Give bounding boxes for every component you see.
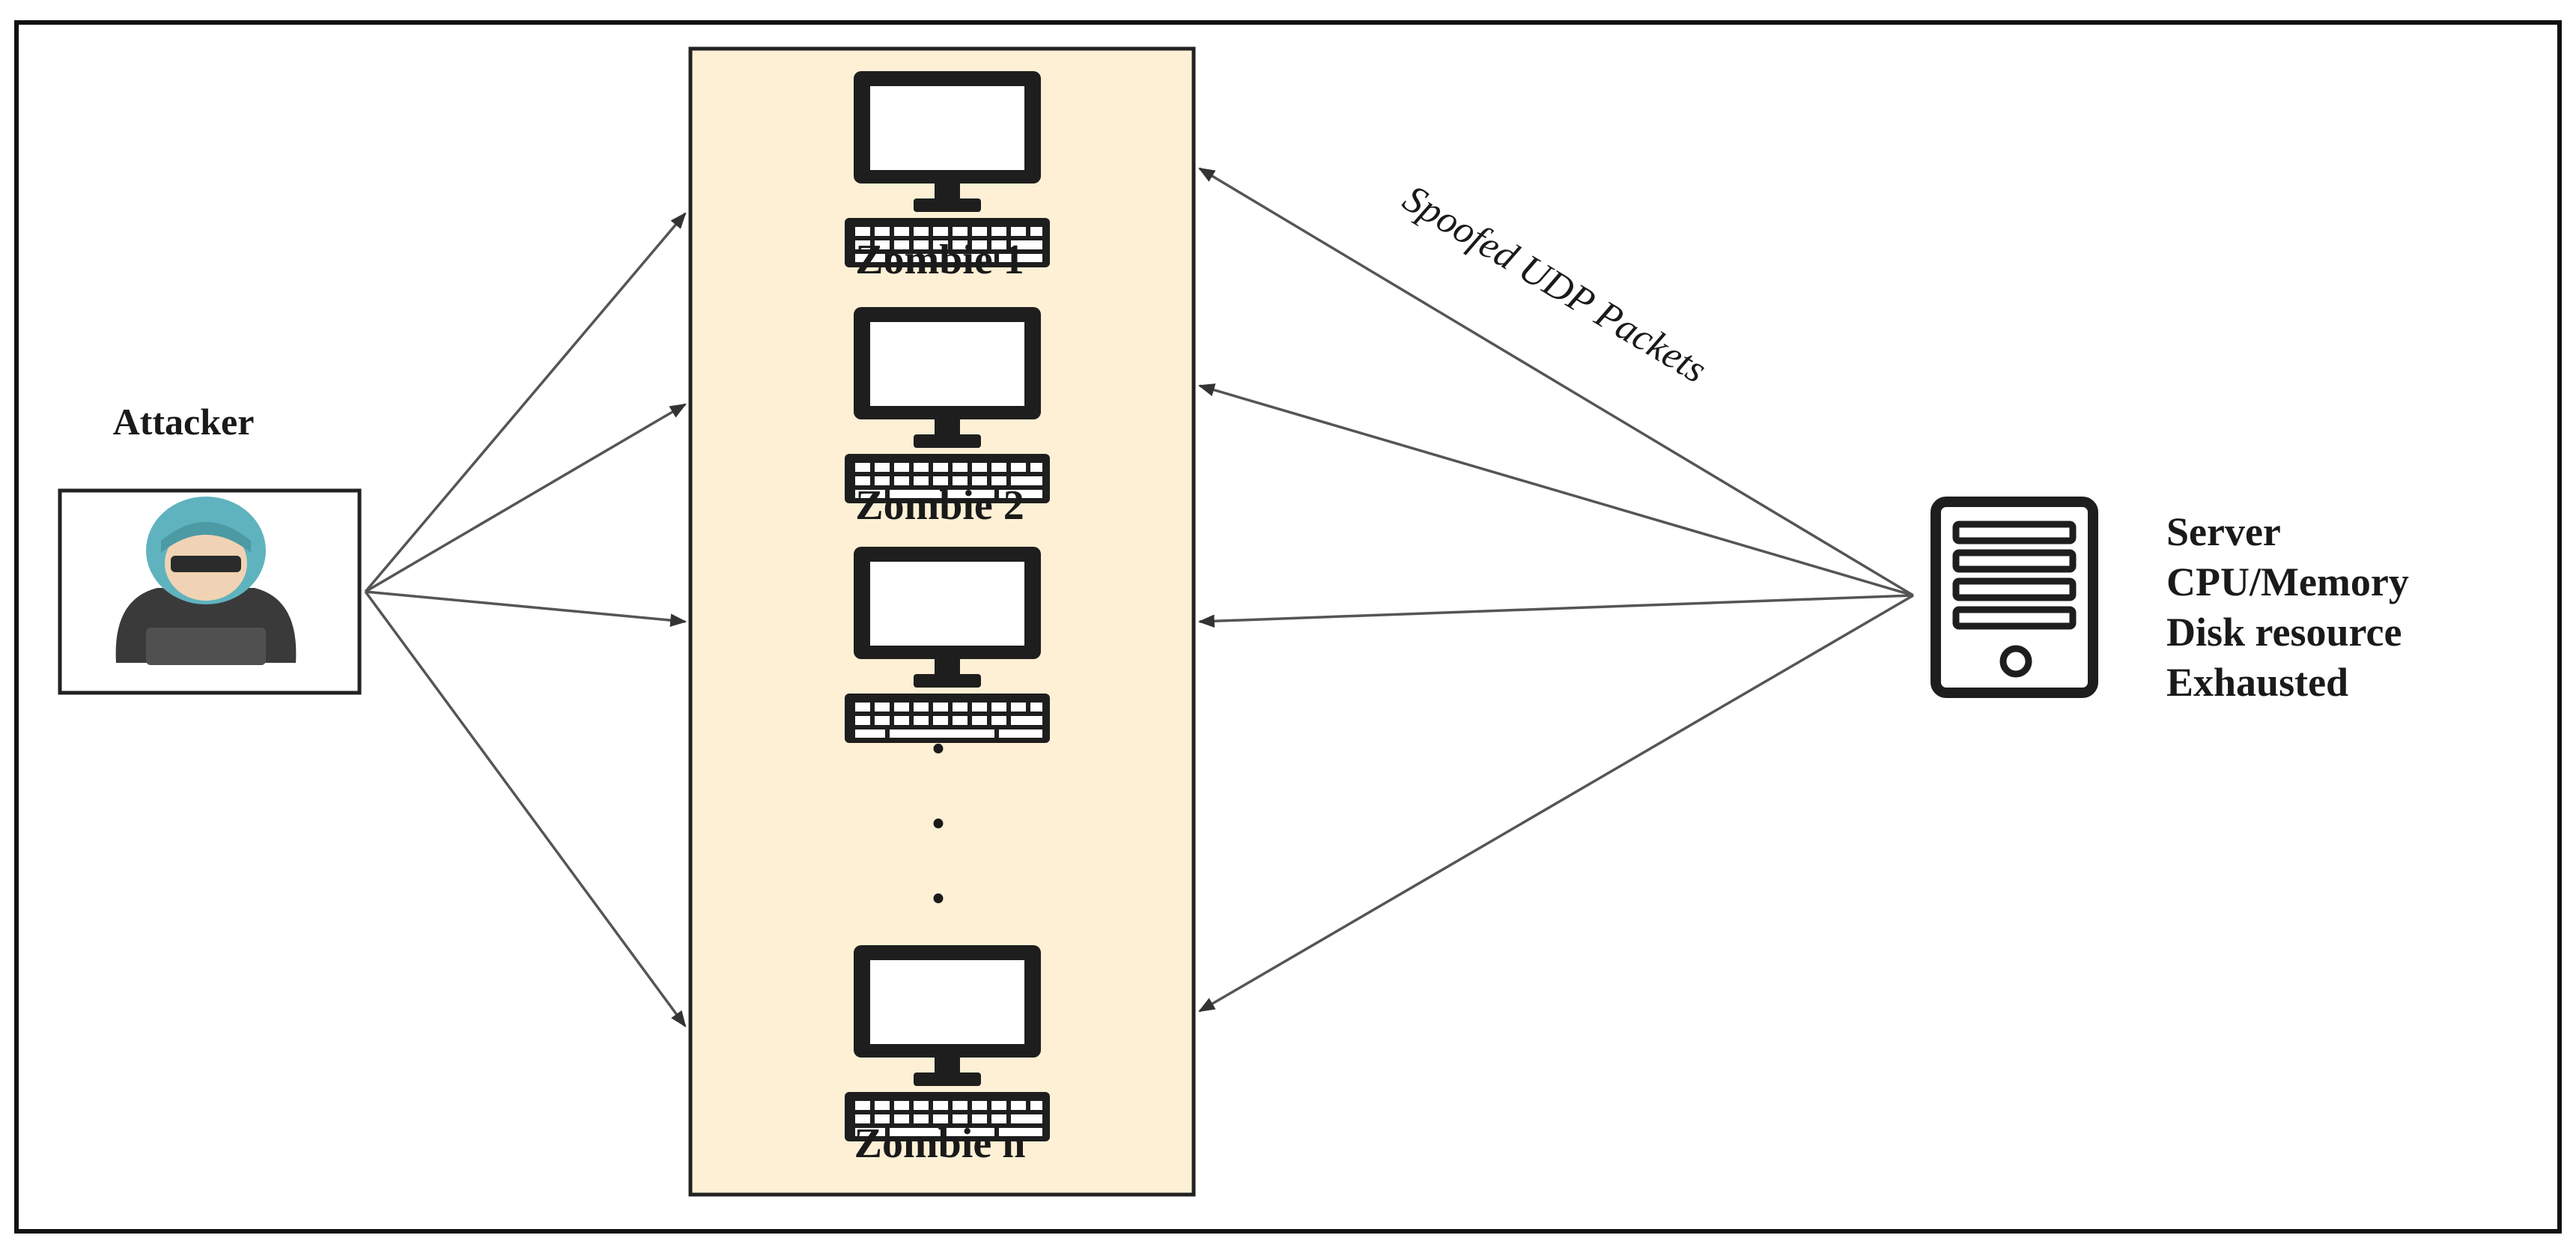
attacker-label: Attacker	[113, 401, 255, 443]
server-arrows	[1197, 167, 1914, 1013]
zombie-1: Zombie 1	[845, 71, 1050, 283]
ellipsis: . . .	[931, 700, 946, 916]
server-label-line: CPU/Memory	[2166, 559, 2409, 604]
arrow-attacker-zombie-1	[364, 212, 687, 593]
server-node: Server CPU/Memory Disk resource Exhauste…	[1917, 494, 2409, 705]
zombie-label: Zombie n	[854, 1120, 1026, 1167]
arrow-server-zombie-2	[1197, 383, 1914, 597]
arrow-server-zombie-n	[1198, 594, 1914, 1013]
zombie-3	[845, 547, 1050, 743]
hacker-icon	[115, 497, 297, 665]
server-label-line: Server	[2166, 509, 2281, 554]
arrow-attacker-zombie-2	[365, 403, 687, 593]
server-tower-icon	[1931, 497, 2098, 698]
zombie-n: Zombie n	[845, 945, 1050, 1167]
attacker-arrows	[364, 212, 687, 1028]
arrow-attacker-zombie-3	[365, 590, 687, 627]
computer-icon	[845, 547, 1050, 743]
ellipsis-dot: .	[931, 850, 946, 916]
ellipsis-dot: .	[931, 775, 946, 841]
zombie-label: Zombie 1	[855, 237, 1024, 283]
arrow-server-zombie-1	[1198, 167, 1914, 597]
attacker-node: Attacker	[58, 401, 362, 695]
arrow-server-zombie-3	[1197, 594, 1914, 628]
ellipsis-dot: .	[931, 700, 946, 766]
server-label-line: Disk resource	[2166, 610, 2402, 655]
computer-icon	[845, 307, 1050, 503]
zombie-2: Zombie 2	[845, 307, 1050, 529]
figure-frame	[14, 20, 2562, 1234]
computer-icon	[845, 945, 1050, 1141]
zombie-label: Zombie 2	[855, 482, 1024, 529]
arrow-attacker-zombie-n	[364, 590, 687, 1028]
server-label-line: Exhausted	[2166, 660, 2348, 705]
